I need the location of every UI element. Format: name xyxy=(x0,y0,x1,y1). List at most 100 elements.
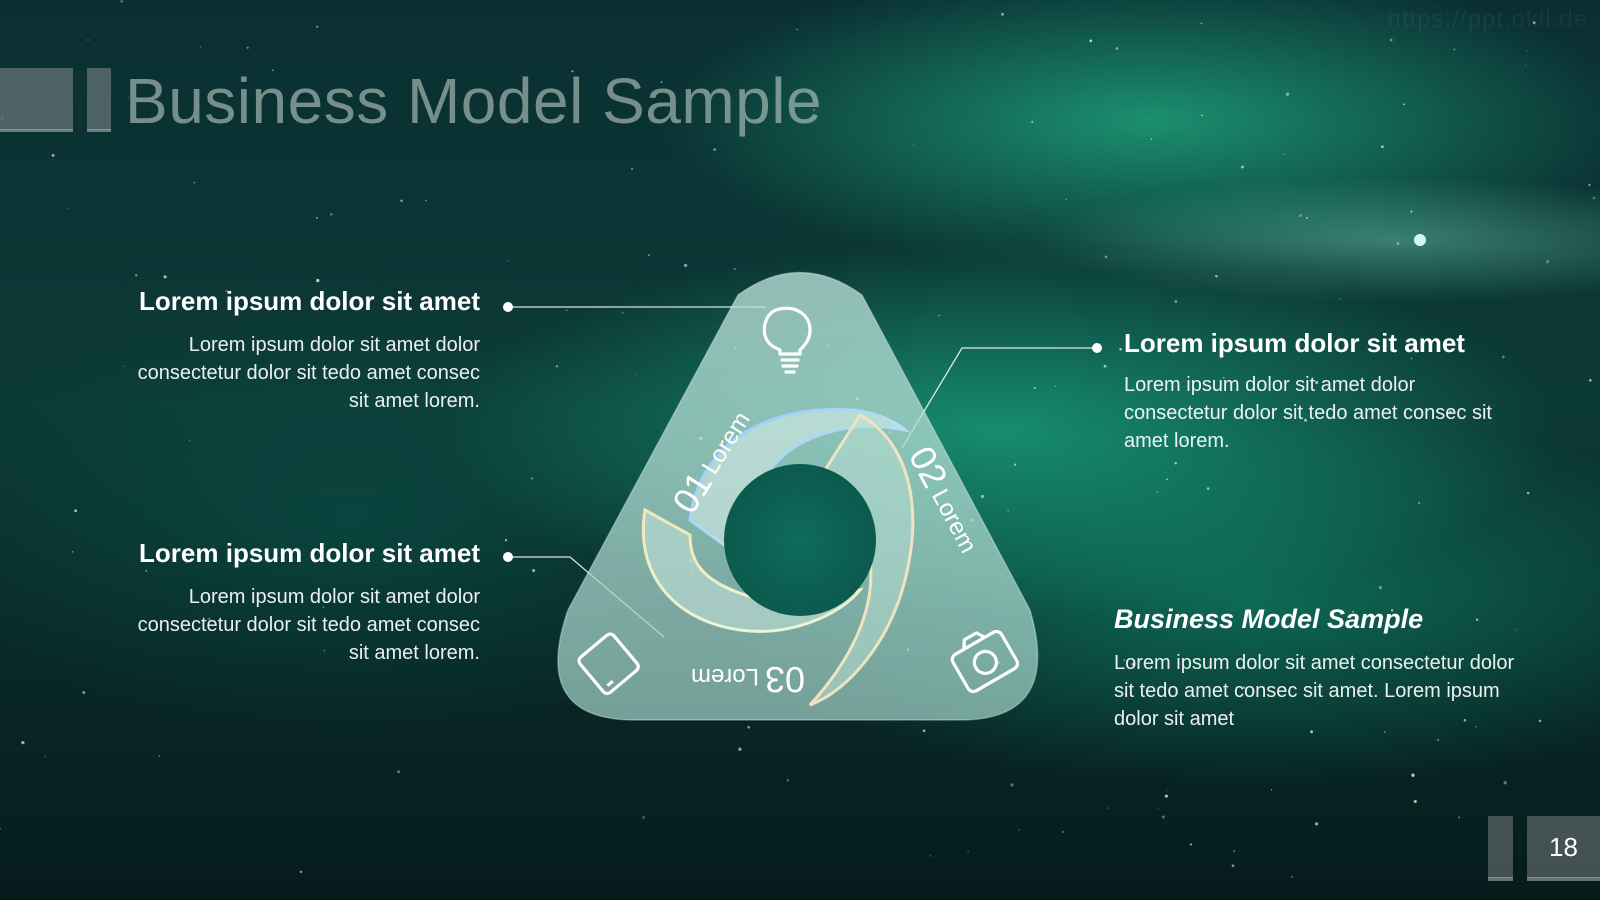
star xyxy=(1338,298,1341,300)
star xyxy=(82,691,86,694)
star xyxy=(1588,183,1591,187)
title-accent-bar xyxy=(87,68,111,132)
star xyxy=(1285,92,1290,96)
star xyxy=(1525,64,1527,67)
star xyxy=(1463,718,1467,722)
star xyxy=(747,725,751,729)
star xyxy=(786,778,790,782)
star xyxy=(683,263,688,268)
star xyxy=(922,729,926,732)
star xyxy=(634,374,636,376)
star xyxy=(1475,618,1479,621)
star xyxy=(1410,210,1413,213)
star xyxy=(21,741,25,745)
star xyxy=(1200,22,1203,25)
star xyxy=(246,46,249,49)
star xyxy=(912,144,915,147)
star xyxy=(1411,773,1415,777)
star xyxy=(1119,347,1122,351)
star xyxy=(730,532,733,535)
summary-body: Lorem ipsum dolor sit amet consectetur d… xyxy=(1114,652,1515,730)
star xyxy=(1418,501,1421,504)
star xyxy=(1174,461,1177,465)
star xyxy=(1018,829,1020,831)
star xyxy=(790,109,792,111)
star xyxy=(855,397,859,401)
star xyxy=(1061,830,1065,834)
star xyxy=(1501,355,1505,359)
star xyxy=(1174,300,1178,303)
star xyxy=(1538,719,1542,723)
star xyxy=(1458,816,1461,819)
star xyxy=(938,314,940,317)
star xyxy=(271,69,274,72)
star xyxy=(906,648,910,651)
star xyxy=(1453,48,1456,51)
star xyxy=(713,148,716,151)
star xyxy=(996,661,1000,665)
star xyxy=(1089,39,1093,43)
star xyxy=(425,199,427,202)
star xyxy=(1315,822,1319,826)
star xyxy=(1233,850,1236,853)
summary-heading: Business Model Sample xyxy=(1114,604,1424,634)
star xyxy=(1241,165,1244,169)
star xyxy=(1107,807,1110,809)
star xyxy=(1184,439,1188,442)
star xyxy=(1200,114,1203,117)
info-block-heading: Lorem ipsum dolor sit amet xyxy=(1124,328,1465,358)
star xyxy=(813,109,815,111)
star xyxy=(1104,255,1108,259)
star xyxy=(507,260,509,262)
star xyxy=(1166,789,1168,791)
star xyxy=(1437,738,1440,741)
star xyxy=(1156,491,1159,493)
star xyxy=(504,539,508,542)
star xyxy=(87,39,89,41)
star xyxy=(648,254,650,257)
star xyxy=(660,81,663,83)
star xyxy=(1010,783,1014,787)
star xyxy=(1383,731,1386,733)
star xyxy=(1475,726,1477,728)
star xyxy=(400,199,403,202)
star xyxy=(1033,386,1036,390)
star xyxy=(188,439,190,441)
star xyxy=(1532,21,1536,25)
star xyxy=(699,436,703,441)
star xyxy=(0,827,1,830)
star xyxy=(1413,799,1417,804)
star xyxy=(134,274,138,277)
star xyxy=(896,454,900,458)
info-block-heading: Lorem ipsum dolor sit amet xyxy=(139,286,480,316)
star xyxy=(1131,662,1136,666)
star xyxy=(51,153,55,157)
title-accent-block xyxy=(0,68,73,132)
star xyxy=(193,181,196,184)
star xyxy=(1031,120,1034,123)
star xyxy=(323,649,326,652)
star xyxy=(299,870,303,874)
star xyxy=(1231,864,1235,868)
star xyxy=(1013,463,1017,466)
star xyxy=(74,509,78,513)
page-number: 18 xyxy=(1527,816,1600,881)
star xyxy=(158,755,161,758)
star xyxy=(1396,242,1400,245)
star xyxy=(1298,213,1303,218)
star xyxy=(123,365,126,367)
star xyxy=(1189,843,1193,846)
star xyxy=(1115,47,1119,50)
star xyxy=(1001,12,1004,16)
bright-star xyxy=(1414,234,1426,246)
star xyxy=(565,309,568,311)
info-block-heading: Lorem ipsum dolor sit amet xyxy=(139,538,480,568)
watermark: https://ppt.okll.de xyxy=(1387,6,1588,33)
star xyxy=(1217,247,1219,249)
star xyxy=(1503,781,1507,785)
info-block-top-left: Lorem ipsum dolor sit amet Lorem ipsum d… xyxy=(130,286,480,415)
star xyxy=(1527,50,1529,52)
star xyxy=(1,117,4,120)
star xyxy=(1304,418,1308,422)
star xyxy=(1389,38,1393,42)
